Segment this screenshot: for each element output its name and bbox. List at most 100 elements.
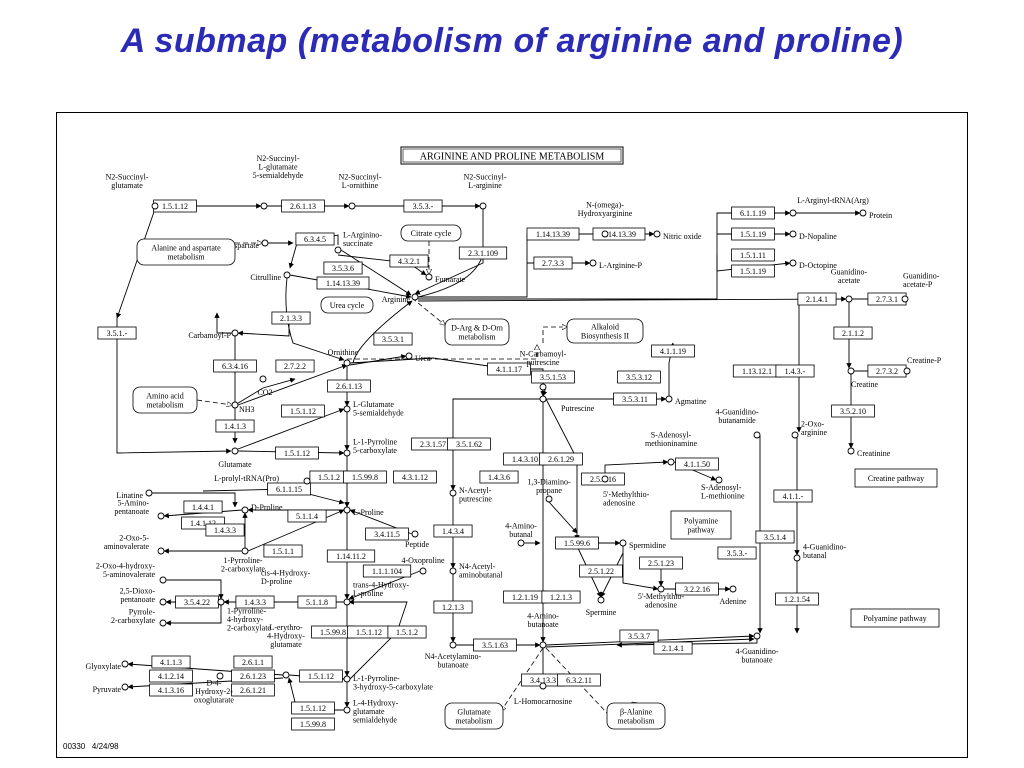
compound-node[interactable]: D-Nopaline: [789, 230, 837, 241]
compound-circle[interactable]: [334, 246, 342, 254]
compound-circle[interactable]: [419, 567, 427, 575]
compound-node[interactable]: L-1-Pyrroline-3-hydroxy-5-carboxylate: [343, 674, 433, 692]
compound-node[interactable]: Creatinine: [847, 447, 891, 458]
compound-circle[interactable]: [789, 209, 797, 217]
enzyme-box[interactable]: 1.4.3.6: [479, 470, 519, 484]
enzyme-box[interactable]: 1.5.1.11: [731, 248, 775, 262]
compound-circle[interactable]: [405, 352, 413, 360]
pathway-link[interactable]: Polyamine pathway: [850, 608, 940, 628]
compound-circle[interactable]: [539, 641, 547, 649]
compound-node[interactable]: Nitric oxide: [653, 230, 702, 241]
compound-circle[interactable]: [231, 329, 239, 337]
enzyme-box[interactable]: 4.1.1.50: [675, 457, 719, 471]
compound-circle[interactable]: [847, 367, 855, 375]
enzyme-box[interactable]: 1.2.1.19: [503, 590, 547, 604]
compound-circle[interactable]: [157, 512, 165, 520]
compound-circle[interactable]: [517, 539, 525, 547]
enzyme-box[interactable]: 2.6.1.29: [539, 452, 583, 466]
compound-node[interactable]: CO2: [257, 375, 273, 397]
enzyme-box[interactable]: 1.5.1.12: [275, 446, 319, 460]
compound-circle[interactable]: [845, 295, 853, 303]
enzyme-box[interactable]: 3.5.1.4: [755, 530, 795, 544]
enzyme-box[interactable]: 3.5.3.12: [617, 370, 661, 384]
compound-node[interactable]: trans-4-Hydroxy-L-proline: [343, 581, 409, 606]
compound-circle[interactable]: [216, 672, 224, 680]
compound-node[interactable]: N-Carbamoyl-putrescine: [520, 350, 567, 391]
enzyme-box[interactable]: 2.3.1.109: [458, 246, 508, 260]
compound-circle[interactable]: [145, 489, 153, 497]
compound-circle[interactable]: [753, 431, 761, 439]
enzyme-box[interactable]: 3.5.3.7: [619, 629, 659, 643]
enzyme-box[interactable]: 2.6.1.23: [231, 669, 275, 683]
compound-node[interactable]: D-4-Hydroxy-2-oxoglutarate: [194, 672, 234, 705]
compound-node[interactable]: D-Proline: [241, 503, 283, 514]
enzyme-box[interactable]: 1.2.1.3: [433, 600, 473, 614]
compound-circle[interactable]: [159, 576, 167, 584]
compound-circle[interactable]: [157, 547, 165, 555]
enzyme-box[interactable]: 1.5.1.12: [281, 404, 325, 418]
enzyme-box[interactable]: 3.5.1.62: [447, 437, 491, 451]
pathway-link[interactable]: Creatine pathway: [854, 468, 938, 488]
compound-circle[interactable]: [241, 547, 249, 555]
compound-circle[interactable]: [151, 202, 159, 210]
compound-circle[interactable]: [545, 495, 553, 503]
enzyme-box[interactable]: 1.13.12.1: [732, 364, 782, 378]
enzyme-box[interactable]: 1.4.4.1: [183, 500, 223, 514]
enzyme-box[interactable]: 2.6.1.21: [231, 683, 275, 697]
compound-circle[interactable]: [343, 675, 351, 683]
compound-node[interactable]: Spermidine: [619, 539, 666, 550]
compound-circle[interactable]: [343, 359, 351, 367]
enzyme-box[interactable]: 3.2.2.16: [675, 582, 719, 596]
enzyme-box[interactable]: 3.5.3.-: [403, 199, 443, 213]
compound-circle[interactable]: [847, 447, 855, 455]
compound-circle[interactable]: [449, 489, 457, 497]
compound-circle[interactable]: [793, 554, 801, 562]
compound-node[interactable]: Guanidino-acetate-P: [901, 272, 940, 303]
enzyme-box[interactable]: 1.14.11.2: [326, 549, 376, 563]
enzyme-box[interactable]: 3.5.3.-: [717, 546, 757, 560]
compound-circle[interactable]: [449, 567, 457, 575]
enzyme-box[interactable]: 4.3.1.12: [393, 470, 437, 484]
enzyme-box[interactable]: 3.5.3.1: [373, 332, 413, 346]
pathway-link[interactable]: Citrate cycle: [400, 224, 462, 242]
enzyme-box[interactable]: 6.1.1.19: [731, 206, 775, 220]
compound-node[interactable]: Peptide: [405, 530, 429, 549]
compound-circle[interactable]: [282, 671, 290, 679]
compound-node[interactable]: L-Arginino-succinate: [334, 231, 382, 254]
compound-node[interactable]: Agmatine: [665, 395, 707, 406]
compound-circle[interactable]: [665, 395, 673, 403]
compound-node[interactable]: Arginine: [382, 293, 419, 304]
compound-circle[interactable]: [859, 209, 867, 217]
enzyme-box[interactable]: 1.2.1.3: [541, 590, 581, 604]
compound-node[interactable]: D-Octopine: [789, 259, 837, 270]
compound-circle[interactable]: [789, 259, 797, 267]
compound-circle[interactable]: [159, 619, 167, 627]
compound-node[interactable]: L-erythro-4-Hydroxy-glutamate: [267, 623, 305, 679]
enzyme-box[interactable]: 2.1.1.2: [833, 326, 873, 340]
enzyme-box[interactable]: 1.4.3.3: [235, 595, 275, 609]
compound-circle[interactable]: [729, 585, 737, 593]
compound-node[interactable]: 4-Amino-butanoate: [527, 612, 559, 649]
enzyme-box[interactable]: 1.5.1.12: [291, 701, 335, 715]
compound-circle[interactable]: [121, 660, 129, 668]
compound-circle[interactable]: [619, 539, 627, 547]
compound-circle[interactable]: [539, 383, 547, 391]
compound-circle[interactable]: [283, 271, 291, 279]
enzyme-box[interactable]: 4.1.1.-: [773, 489, 813, 503]
enzyme-box[interactable]: 1.4.3.3: [205, 523, 245, 537]
compound-node[interactable]: S-Adenosyl-methioninamine: [645, 431, 697, 466]
enzyme-box[interactable]: 6.3.4.5: [295, 232, 335, 246]
compound-circle[interactable]: [601, 230, 609, 238]
compound-circle[interactable]: [791, 431, 799, 439]
compound-circle[interactable]: [657, 585, 665, 593]
enzyme-box[interactable]: 3.5.4.22: [175, 595, 219, 609]
enzyme-box[interactable]: 1.4.3.4: [433, 524, 473, 538]
compound-node[interactable]: Aspartate: [228, 239, 269, 250]
compound-node[interactable]: Citrulline: [250, 271, 291, 282]
